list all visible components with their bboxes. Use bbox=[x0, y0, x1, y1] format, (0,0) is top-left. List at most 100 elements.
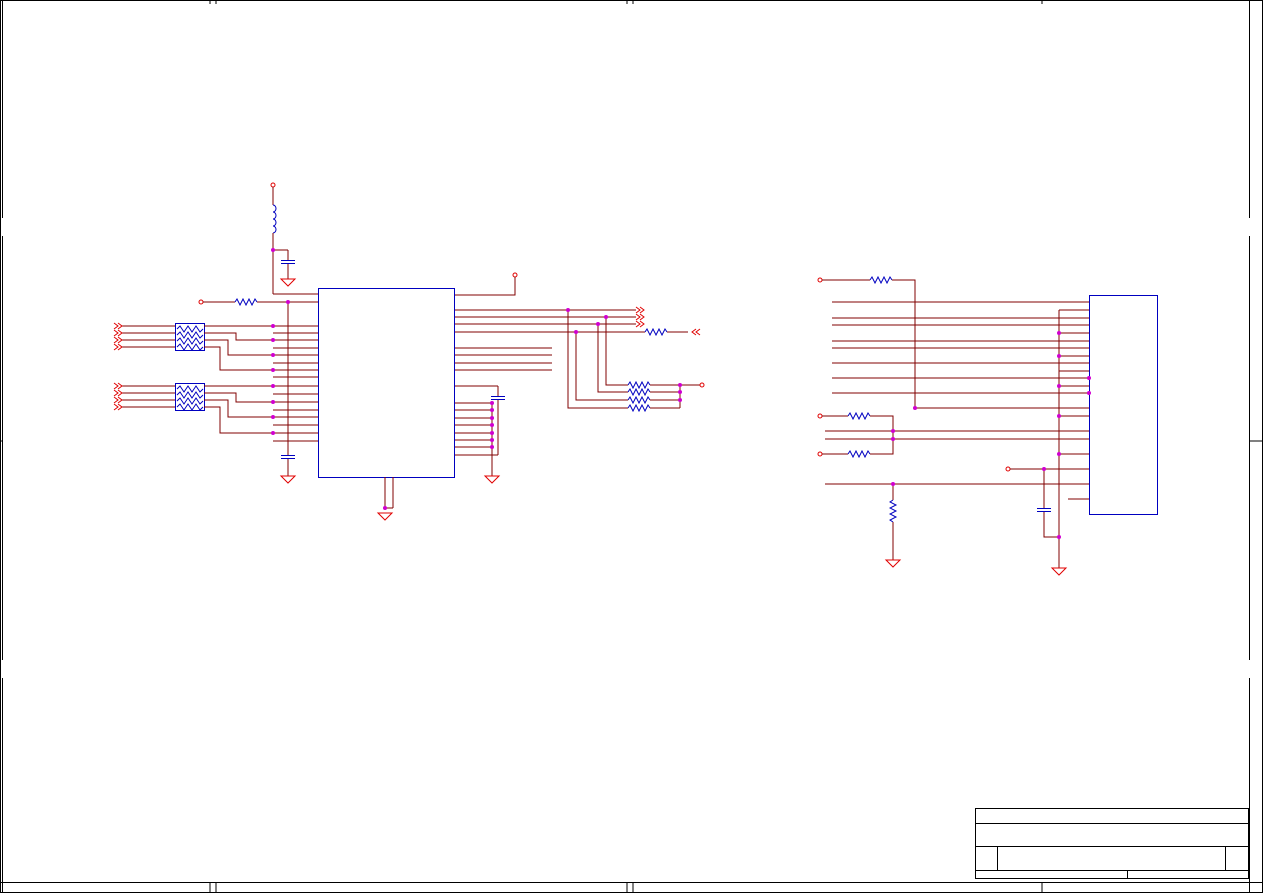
offpage-connector-icon bbox=[635, 320, 645, 328]
left-input-terminal bbox=[198, 299, 204, 305]
left-resistor-network-lower bbox=[175, 383, 205, 411]
left-resistor-network-upper bbox=[175, 323, 205, 351]
junction-dot bbox=[678, 398, 682, 402]
junction-dot bbox=[678, 383, 682, 387]
right-pulldown-resistor bbox=[888, 499, 898, 523]
junction-dot bbox=[1057, 414, 1061, 418]
junction-dot bbox=[271, 415, 275, 419]
left-input-resistor bbox=[234, 297, 258, 307]
junction-dot bbox=[596, 322, 600, 326]
left-tap-a bbox=[567, 310, 628, 409]
right-mid-terminal-b bbox=[817, 451, 823, 457]
right-mid-terminal-a bbox=[817, 413, 823, 419]
offpage-connector-icon bbox=[113, 389, 123, 397]
junction-dot bbox=[1087, 391, 1091, 395]
rn-lower-r4 bbox=[176, 403, 204, 411]
right-rail-ground-icon bbox=[1050, 567, 1068, 576]
junction-dot bbox=[891, 437, 895, 441]
right-top-terminal bbox=[817, 277, 823, 283]
left-tap-d bbox=[605, 317, 628, 386]
left-bypass-ground-icon bbox=[279, 475, 297, 484]
junction-dot bbox=[891, 429, 895, 433]
right-cap-terminal bbox=[1005, 466, 1011, 472]
right-cap-wire-3 bbox=[1043, 512, 1059, 538]
right-circuit bbox=[817, 275, 1158, 576]
offpage-connector-icon bbox=[691, 328, 701, 336]
offpage-connector-icon bbox=[635, 306, 645, 314]
junction-dot bbox=[271, 431, 275, 435]
left-pullup-terminal bbox=[699, 382, 705, 388]
rn-upper-r1 bbox=[176, 325, 204, 333]
junction-dot bbox=[891, 482, 895, 486]
rn-upper-out-4 bbox=[204, 346, 318, 371]
junction-dot bbox=[604, 315, 608, 319]
rn-upper-out-3 bbox=[204, 339, 318, 356]
junction-dot bbox=[490, 408, 494, 412]
rn-upper-r4 bbox=[176, 343, 204, 351]
junction-dot bbox=[574, 330, 578, 334]
junction-dot bbox=[1057, 452, 1061, 456]
junction-dot bbox=[490, 423, 494, 427]
offpage-connector-icon bbox=[113, 403, 123, 411]
right-junctions bbox=[891, 331, 1091, 539]
title-block-frame bbox=[975, 808, 1249, 879]
rn-lower-r3 bbox=[176, 397, 204, 405]
junction-dot bbox=[271, 400, 275, 404]
left-output-resistor-a bbox=[627, 380, 651, 390]
junction-dot bbox=[271, 353, 275, 357]
rn-lower-r2 bbox=[176, 391, 204, 399]
offpage-connector-icon bbox=[635, 313, 645, 321]
junction-dot bbox=[271, 324, 275, 328]
junction-dot bbox=[1087, 376, 1091, 380]
rn-upper-r3 bbox=[176, 337, 204, 345]
left-supply-terminal bbox=[270, 182, 276, 188]
left-circuit bbox=[113, 182, 705, 521]
right-mid-resistor-b bbox=[847, 449, 871, 459]
rn-lower-r1 bbox=[176, 385, 204, 393]
left-output-resistor-b bbox=[627, 387, 651, 397]
junction-dot bbox=[490, 438, 494, 442]
junction-dot bbox=[1057, 331, 1061, 335]
junction-dot bbox=[383, 506, 387, 510]
junction-dot bbox=[286, 300, 290, 304]
left-resistor-network-upper-group bbox=[113, 322, 318, 378]
right-mid-wire-a2 bbox=[870, 415, 894, 439]
left-tap-c bbox=[597, 324, 628, 393]
junction-dot bbox=[678, 390, 682, 394]
junction-dot bbox=[271, 338, 275, 342]
right-pulldown-ground-icon bbox=[884, 559, 902, 568]
left-tap-b bbox=[575, 332, 628, 401]
left-main-ic bbox=[318, 288, 455, 478]
right-top-resistor bbox=[869, 275, 893, 285]
rn-upper-out-2 bbox=[204, 332, 318, 341]
right-connector bbox=[1089, 295, 1158, 515]
left-input bbox=[198, 297, 318, 307]
junction-dot bbox=[271, 368, 275, 372]
left-output-resistor-series bbox=[644, 327, 668, 337]
rn-lower-out-4 bbox=[204, 406, 318, 434]
left-supply bbox=[270, 182, 318, 295]
junction-dot bbox=[271, 248, 275, 252]
left-ic-power-terminal bbox=[512, 272, 518, 278]
junction-dot bbox=[490, 416, 494, 420]
junction-dot bbox=[1042, 467, 1046, 471]
left-junctions bbox=[271, 248, 682, 510]
junction-dot bbox=[1057, 354, 1061, 358]
offpage-connector-icon bbox=[113, 396, 123, 404]
left-output-resistor-d bbox=[627, 403, 651, 413]
right-mid-resistor-a bbox=[847, 411, 871, 421]
right-mid-wire-b2 bbox=[870, 431, 894, 455]
offpage-connector-icon bbox=[113, 343, 123, 351]
junction-dot bbox=[913, 406, 917, 410]
junction-dot bbox=[271, 384, 275, 388]
right-top-wire-2 bbox=[892, 279, 916, 408]
left-supply-inductor bbox=[272, 204, 277, 234]
left-output-resistor-c bbox=[627, 395, 651, 405]
rn-lower-out-2 bbox=[204, 392, 318, 403]
left-supply-ground-icon bbox=[279, 278, 297, 287]
junction-dot bbox=[490, 431, 494, 435]
junction-dot bbox=[1057, 384, 1061, 388]
